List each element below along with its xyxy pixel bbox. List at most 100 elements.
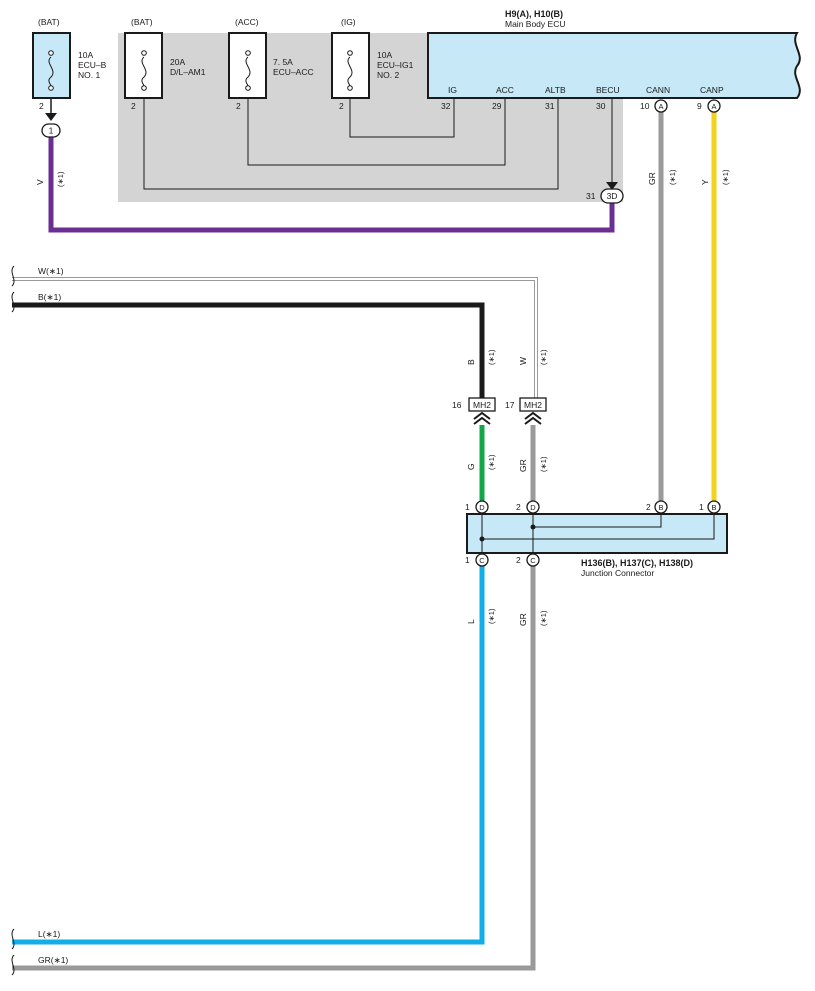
jc-bottom-letter-1: C	[479, 556, 485, 565]
becu-arrow	[606, 182, 618, 190]
svg-text:(∗1): (∗1)	[539, 610, 548, 626]
jc-bottom-pin-1: 1	[465, 555, 470, 565]
wire-white	[12, 277, 538, 398]
wire-black	[12, 302, 485, 398]
connector-mh2-17	[519, 397, 547, 425]
fuse4-rating: 10A	[377, 50, 392, 60]
svg-text:(∗1): (∗1)	[539, 349, 548, 365]
fuse-ecu-b	[32, 32, 71, 121]
label-v: V (∗1)	[35, 171, 65, 187]
pin-acc: 29	[492, 101, 502, 111]
term-cann: CANN	[646, 85, 670, 95]
pin-altb: 31	[545, 101, 555, 111]
fuse2-pin: 2	[131, 101, 136, 111]
svg-text:(∗1): (∗1)	[487, 454, 496, 470]
wire-gray-bottom	[12, 566, 536, 971]
jc-bottom-pin-2: 2	[516, 555, 521, 565]
wire-blue	[12, 566, 485, 945]
svg-text:V: V	[35, 179, 45, 185]
mh2-17-label: MH2	[524, 400, 542, 410]
label-b: B (∗1)	[466, 349, 496, 365]
svg-text:GR: GR	[518, 459, 528, 472]
svg-text:(∗1): (∗1)	[56, 171, 65, 187]
term-acc: ACC	[496, 85, 514, 95]
connector-1-label: 1	[49, 126, 54, 136]
junction-internal-3	[533, 514, 662, 528]
fuse3-name1: ECU–ACC	[273, 67, 314, 77]
conn-a-cann: A	[658, 102, 663, 111]
fuse3-source: (ACC)	[235, 17, 259, 27]
fuse4-name1: ECU–IG1	[377, 60, 414, 70]
jc-top-pin-4: 1	[699, 502, 704, 512]
fuse4-name2: NO. 2	[377, 70, 399, 80]
conn-a-canp: A	[711, 102, 716, 111]
term-canp: CANP	[700, 85, 724, 95]
fuse1-pin: 2	[39, 101, 44, 111]
break-marks	[11, 265, 15, 976]
jc-top-letter-4: B	[711, 503, 716, 512]
svg-text:(∗1): (∗1)	[487, 349, 496, 365]
label-gr-cann: GR (∗1)	[647, 169, 677, 185]
fuse4-source: (IG)	[341, 17, 356, 27]
connector-mh2-16	[468, 397, 496, 425]
mh2-17-pin: 17	[505, 400, 515, 410]
label-gr-mh2: GR (∗1)	[518, 456, 548, 472]
svg-text:B: B	[466, 359, 476, 365]
wire-acc	[247, 83, 506, 166]
junction-internal-4	[482, 514, 715, 540]
svg-text:G: G	[466, 463, 476, 470]
fuse-dl-am1	[124, 32, 163, 99]
label-y-canp: Y (∗1)	[700, 169, 730, 185]
wire-white-core	[12, 278, 537, 398]
fuse1-source: (BAT)	[38, 17, 60, 27]
fuse2-rating: 20A	[170, 57, 185, 67]
fuse-ecu-acc	[228, 32, 267, 99]
junction-code: H136(B), H137(C), H138(D)	[581, 558, 693, 568]
fuse1-name2: NO. 1	[78, 70, 100, 80]
svg-text:W: W	[518, 357, 528, 365]
mh2-16-label: MH2	[473, 400, 491, 410]
offpage-gr: GR(∗1)	[38, 955, 68, 965]
jc-top-pin-3: 2	[646, 502, 651, 512]
fuse1-name1: ECU–B	[78, 60, 107, 70]
fuse2-name1: D/L–AM1	[170, 67, 206, 77]
svg-text:(∗1): (∗1)	[721, 169, 730, 185]
fuse4-pin: 2	[339, 101, 344, 111]
wire-am1-altb	[143, 83, 559, 190]
junction-box	[466, 513, 728, 554]
svg-text:GR: GR	[647, 172, 657, 185]
svg-text:(∗1): (∗1)	[487, 608, 496, 624]
jc-top-letter-1: D	[479, 503, 485, 512]
offpage-l: L(∗1)	[38, 929, 60, 939]
pin-ig: 32	[441, 101, 451, 111]
pin-31-label: 31	[586, 191, 596, 201]
junction-name: Junction Connector	[581, 568, 654, 578]
wire-violet	[48, 137, 615, 233]
pin-cann: 10	[640, 101, 650, 111]
fuse3-rating: 7. 5A	[273, 57, 293, 67]
svg-text:(∗1): (∗1)	[539, 456, 548, 472]
wire-ig	[349, 83, 455, 138]
mh2-16-pin: 16	[452, 400, 462, 410]
svg-text:L: L	[466, 619, 476, 624]
label-w: W (∗1)	[518, 349, 548, 365]
ecu-code: H9(A), H10(B)	[505, 9, 563, 19]
ecu-box	[427, 32, 801, 99]
label-l: L (∗1)	[466, 608, 496, 624]
offpage-b: B(∗1)	[38, 292, 61, 302]
connector-1	[41, 123, 61, 138]
jc-top-pin-2: 2	[516, 502, 521, 512]
pin-canp: 9	[697, 101, 702, 111]
label-g: G (∗1)	[466, 454, 496, 470]
connector-3d	[600, 188, 624, 204]
jc-top-letter-3: B	[658, 503, 663, 512]
svg-text:GR: GR	[518, 613, 528, 626]
offpage-w: W(∗1)	[38, 266, 64, 276]
svg-text:(∗1): (∗1)	[668, 169, 677, 185]
label-gr-bottom: GR (∗1)	[518, 610, 548, 626]
fuse3-pin: 2	[236, 101, 241, 111]
jc-top-pin-1: 1	[465, 502, 470, 512]
jc-top-letter-2: D	[530, 503, 536, 512]
connector-3d-label: 3D	[607, 191, 618, 201]
